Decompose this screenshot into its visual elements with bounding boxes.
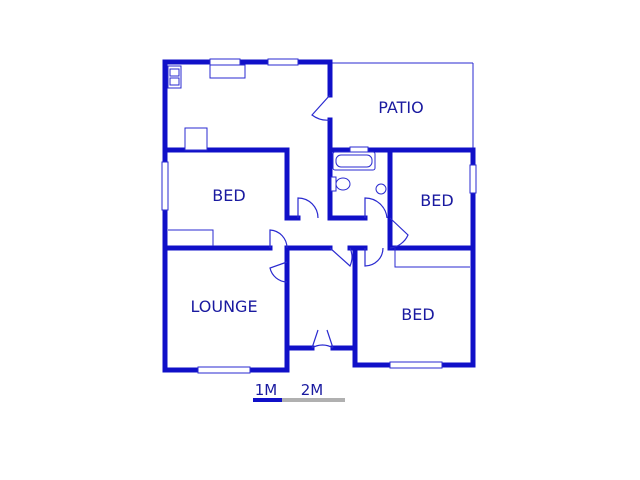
door-patio [311, 94, 331, 121]
room-label-bed-1: BED [212, 186, 245, 205]
window-lounge [197, 366, 251, 374]
room-label-patio: PATIO [378, 98, 423, 117]
bathroom-fixtures [330, 151, 387, 195]
door-passage [329, 247, 353, 267]
window-kitchen-1 [209, 58, 241, 66]
patio-outline [330, 62, 474, 150]
cupboards [168, 229, 470, 268]
toilet-cistern [330, 176, 337, 192]
sink-basin-2 [169, 77, 180, 86]
window-bed-1 [161, 161, 169, 211]
door-bed-1 [297, 197, 319, 219]
scale-label-2m: 2M [301, 381, 324, 399]
door-lounge [269, 229, 288, 249]
bathtub-inner [335, 154, 373, 168]
scale-bar: 1M 2M [253, 381, 345, 402]
kitchen-stove [184, 127, 208, 151]
door-bed-3 [364, 247, 384, 267]
window-kitchen-2 [267, 58, 299, 66]
kitchen-fixtures [167, 64, 246, 151]
room-label-bed-2: BED [420, 191, 453, 210]
toilet-bowl [335, 177, 351, 191]
door-front [311, 329, 334, 349]
basin [375, 183, 387, 195]
room-label-lounge: LOUNGE [190, 297, 257, 316]
scale-label-1m: 1M [255, 381, 278, 399]
doors [269, 94, 409, 349]
window-bed-3 [389, 361, 443, 369]
room-label-bed-3: BED [401, 305, 434, 324]
door-bed-2 [389, 217, 409, 249]
windows [161, 58, 477, 374]
sink-basin-1 [169, 68, 180, 77]
window-bed-2 [469, 164, 477, 194]
room-labels: PATIO BED BED LOUNGE BED [190, 98, 453, 324]
kitchen-counter [209, 64, 246, 79]
door-lounge-2 [269, 261, 288, 283]
interior-walls [162, 147, 476, 373]
door-bathroom [364, 197, 388, 219]
